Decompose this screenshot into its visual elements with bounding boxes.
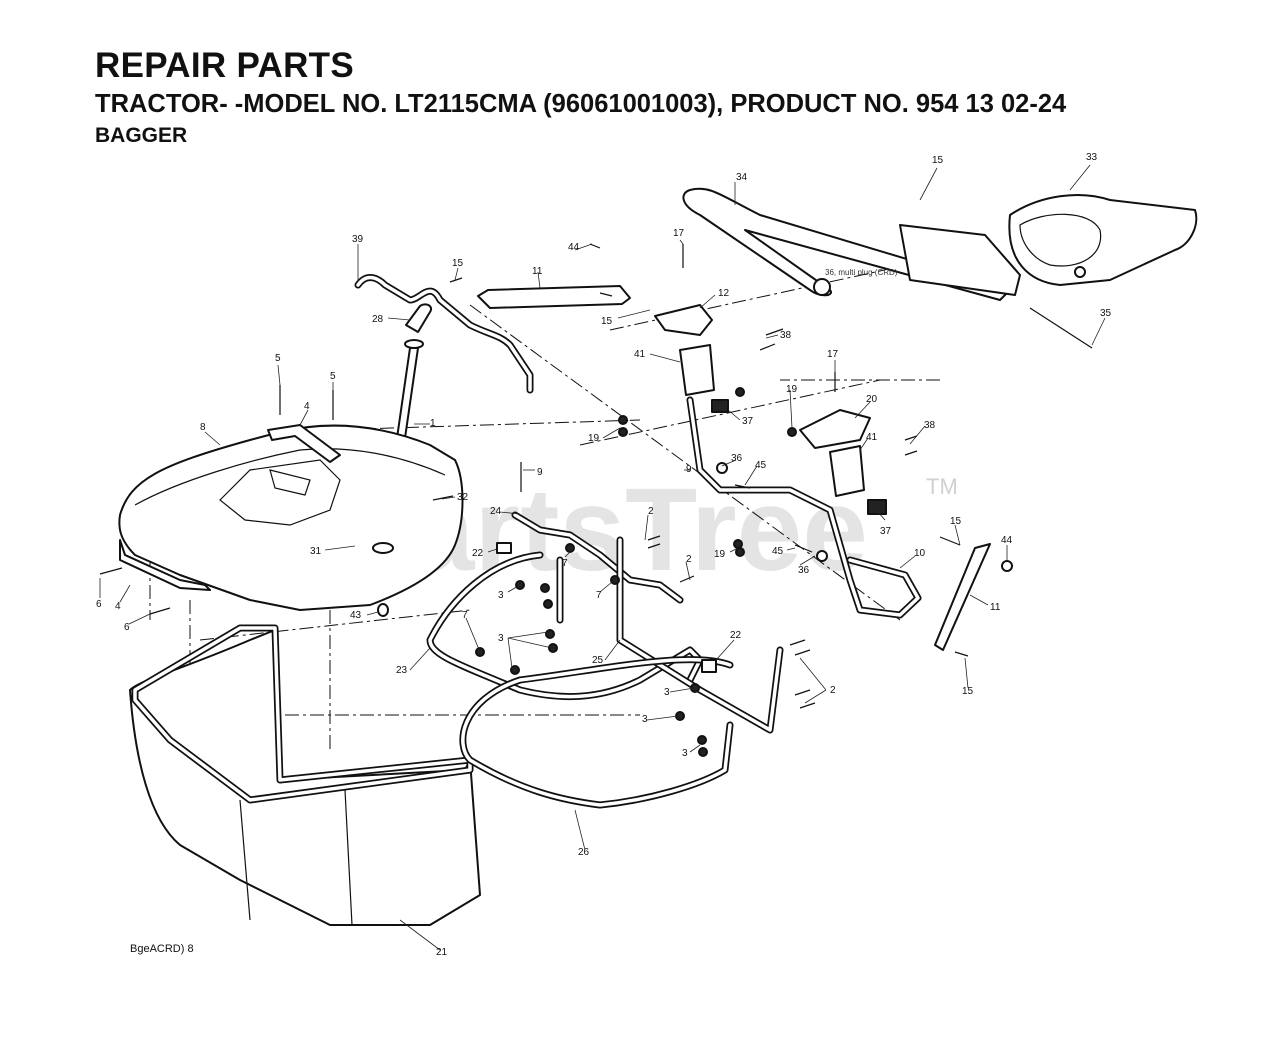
callout-19: 19: [588, 433, 600, 444]
callout-24: 24: [490, 506, 502, 517]
grass-bag: [129, 624, 481, 926]
callout-25: 25: [592, 655, 604, 666]
bracket-11-upper: [477, 285, 631, 309]
block-37-left: [711, 399, 729, 413]
callout-22: 22: [730, 630, 742, 641]
callout-17: 17: [827, 349, 839, 360]
model-subtitle: TRACTOR- -MODEL NO. LT2115CMA (960610010…: [95, 90, 1067, 118]
callout-2: 2: [648, 506, 654, 517]
callout-20: 20: [866, 394, 878, 405]
section-title: BAGGER: [95, 124, 188, 147]
callout-35: 35: [1100, 308, 1112, 319]
callout-36: 36: [798, 565, 810, 576]
callout-9: 9: [686, 464, 692, 475]
callout-39: 39: [352, 234, 364, 245]
callout-23: 23: [396, 665, 408, 676]
callout-26: 26: [578, 847, 590, 858]
callout-38: 38: [780, 330, 792, 341]
callout-5: 5: [330, 371, 336, 382]
callout-9: 9: [537, 467, 543, 478]
block-37-right: [867, 499, 887, 515]
callout-21: 21: [436, 947, 448, 958]
callout-3: 3: [682, 748, 688, 759]
callout-28: 28: [372, 314, 384, 325]
multi-plug-note: 36, multi plug (CRD): [825, 268, 898, 277]
callout-15: 15: [601, 316, 613, 327]
bracket-11-lower: [934, 543, 991, 651]
watermark-trademark: TM: [926, 474, 958, 499]
callout-15: 15: [452, 258, 464, 269]
callout-7: 7: [562, 558, 568, 569]
page-code: BgeACRD) 8: [130, 943, 194, 955]
callout-41: 41: [634, 349, 646, 360]
callout-4: 4: [115, 601, 121, 612]
callout-3: 3: [498, 590, 504, 601]
hardware-fasteners: [99, 243, 1013, 757]
callout-38: 38: [924, 420, 936, 431]
bag-cover: [118, 424, 464, 611]
bracket-41-right: [829, 445, 865, 497]
bracket-4-side: [119, 539, 211, 591]
callout-45: 45: [772, 546, 784, 557]
callout-5: 5: [275, 353, 281, 364]
callout-17: 17: [673, 228, 685, 239]
leader-lines: [99, 164, 1106, 951]
callout-12: 12: [718, 288, 730, 299]
callout-22: 22: [472, 548, 484, 559]
callout-44: 44: [1001, 535, 1013, 546]
clip-12: [654, 304, 713, 336]
callout-36: 36: [731, 453, 743, 464]
callout-33: 33: [1086, 152, 1098, 163]
callout-7: 7: [596, 590, 602, 601]
bracket-20: [799, 409, 871, 449]
callout-45: 45: [755, 460, 767, 471]
callout-2: 2: [686, 554, 692, 565]
callouts: 34 15 33 39 15 11 44 17 35 28 15 12 38 4…: [96, 152, 1112, 958]
callout-37: 37: [880, 526, 892, 537]
callout-34: 34: [736, 172, 748, 183]
callout-19: 19: [786, 384, 798, 395]
bag-frame-rods: [426, 511, 784, 809]
callout-3: 3: [664, 687, 670, 698]
callout-32: 32: [457, 492, 469, 503]
callout-3: 3: [642, 714, 648, 725]
callout-31: 31: [310, 546, 322, 557]
callout-6: 6: [124, 622, 130, 633]
callout-3: 3: [498, 633, 504, 644]
callout-7: 7: [462, 610, 468, 621]
callout-43: 43: [350, 610, 362, 621]
bracket-41-left: [679, 344, 715, 396]
callout-8: 8: [200, 422, 206, 433]
callout-15: 15: [932, 155, 944, 166]
callout-11: 11: [990, 602, 1001, 613]
callout-19: 19: [714, 549, 726, 560]
callout-10: 10: [914, 548, 926, 559]
handle-bracket: [899, 194, 1198, 296]
callout-41: 41: [866, 432, 878, 443]
callout-1: 1: [430, 418, 436, 429]
callout-44: 44: [568, 242, 580, 253]
callout-2: 2: [830, 685, 836, 696]
page-title: REPAIR PARTS: [95, 46, 354, 85]
frame-10: [686, 396, 922, 619]
callout-37: 37: [742, 416, 754, 427]
callout-11: 11: [532, 266, 543, 277]
callout-4: 4: [304, 401, 310, 412]
callout-15: 15: [950, 516, 962, 527]
callout-15: 15: [962, 686, 974, 697]
callout-6: 6: [96, 599, 102, 610]
pin-35: [1029, 307, 1093, 349]
